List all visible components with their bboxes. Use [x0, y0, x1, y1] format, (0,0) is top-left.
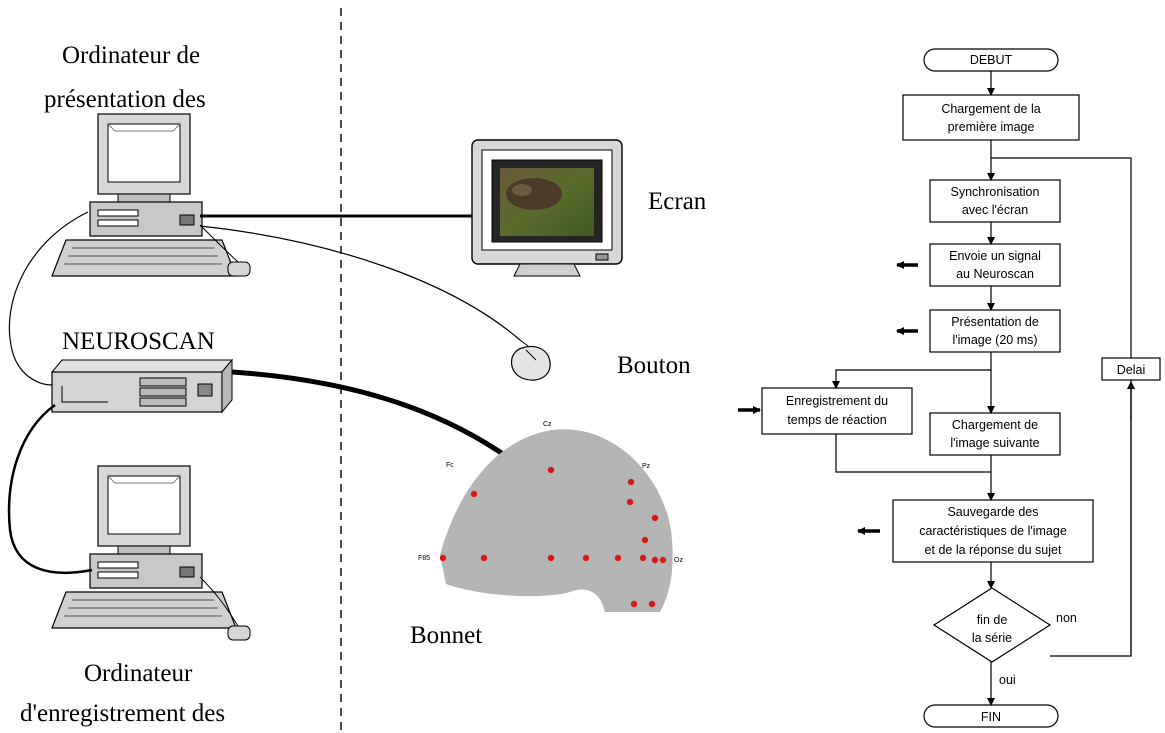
electrode-label-cz: Cz — [543, 421, 552, 428]
load-first-label-1: Chargement de la — [941, 102, 1040, 116]
recording-computer-label-line1: Ordinateur — [84, 660, 193, 687]
record-label-1: Enregistrement du — [786, 394, 888, 408]
electrode-label-f85: F85 — [418, 555, 430, 562]
load-next-label-1: Chargement de — [952, 418, 1038, 432]
cap-label: Bonnet — [410, 622, 483, 649]
screen-label: Ecran — [648, 188, 707, 215]
save-label-3: et de la réponse du sujet — [925, 543, 1062, 557]
load-first-label-2: première image — [948, 120, 1035, 134]
decision-no-label: non — [1056, 611, 1077, 625]
delay-label: Delai — [1117, 363, 1146, 377]
signal-label-2: au Neuroscan — [956, 267, 1034, 281]
send-signal-box — [929, 243, 1061, 287]
record-label-2: temps de réaction — [787, 413, 886, 427]
end-test-label-1: fin de — [977, 613, 1008, 627]
save-label-2: caractéristiques de l'image — [919, 524, 1067, 538]
button-label: Bouton — [617, 352, 691, 379]
end-of-series-decision — [932, 587, 1052, 663]
end-test-label-2: la série — [972, 631, 1012, 645]
flowchart — [738, 48, 1161, 728]
electrode-label-fc: Fc — [446, 462, 454, 469]
electrode-label-oz: Oz — [674, 557, 683, 564]
presentation-computer-label-line1: Ordinateur de — [62, 42, 201, 69]
presentation-box — [929, 309, 1061, 353]
save-characteristics-box — [892, 499, 1094, 563]
neuroscan-label: NEUROSCAN — [62, 328, 215, 355]
present-label-2: l'image (20 ms) — [952, 333, 1037, 347]
sync-label-1: Synchronisation — [951, 185, 1040, 199]
load-next-image-box — [929, 412, 1061, 456]
load-next-label-2: l'image suivante — [950, 436, 1039, 450]
cable-neuroscan-to-recording — [7, 403, 93, 574]
cable-to-button — [199, 225, 521, 341]
synchronisation-box — [929, 179, 1061, 223]
record-reaction-time-box — [761, 387, 913, 435]
eeg-cap-icon: Cz Fc Pz F85 Oz — [418, 421, 683, 612]
sync-label-2: avec l'écran — [962, 203, 1028, 217]
recording-computer-label-line2: d'enregistrement des — [20, 700, 226, 727]
recording-computer-icon — [51, 465, 251, 641]
response-button-mouse-icon — [510, 339, 551, 381]
load-first-image-box — [902, 94, 1080, 141]
save-label-1: Sauvegarde des — [947, 505, 1038, 519]
neuroscan-amplifier-icon — [50, 358, 234, 414]
screen-monitor-icon — [471, 139, 623, 277]
presentation-computer-label-line2: présentation des — [44, 86, 206, 113]
present-label-1: Présentation de — [951, 315, 1039, 329]
end-label: FIN — [981, 710, 1001, 724]
cable-presentation-to-neuroscan — [8, 211, 89, 386]
decision-yes-label: oui — [999, 673, 1016, 687]
start-label: DEBUT — [970, 53, 1013, 67]
signal-label-1: Envoie un signal — [949, 249, 1041, 263]
electrode-label-pz: Pz — [642, 463, 651, 470]
presentation-computer-icon — [51, 113, 251, 277]
electrode-dots — [439, 466, 667, 608]
